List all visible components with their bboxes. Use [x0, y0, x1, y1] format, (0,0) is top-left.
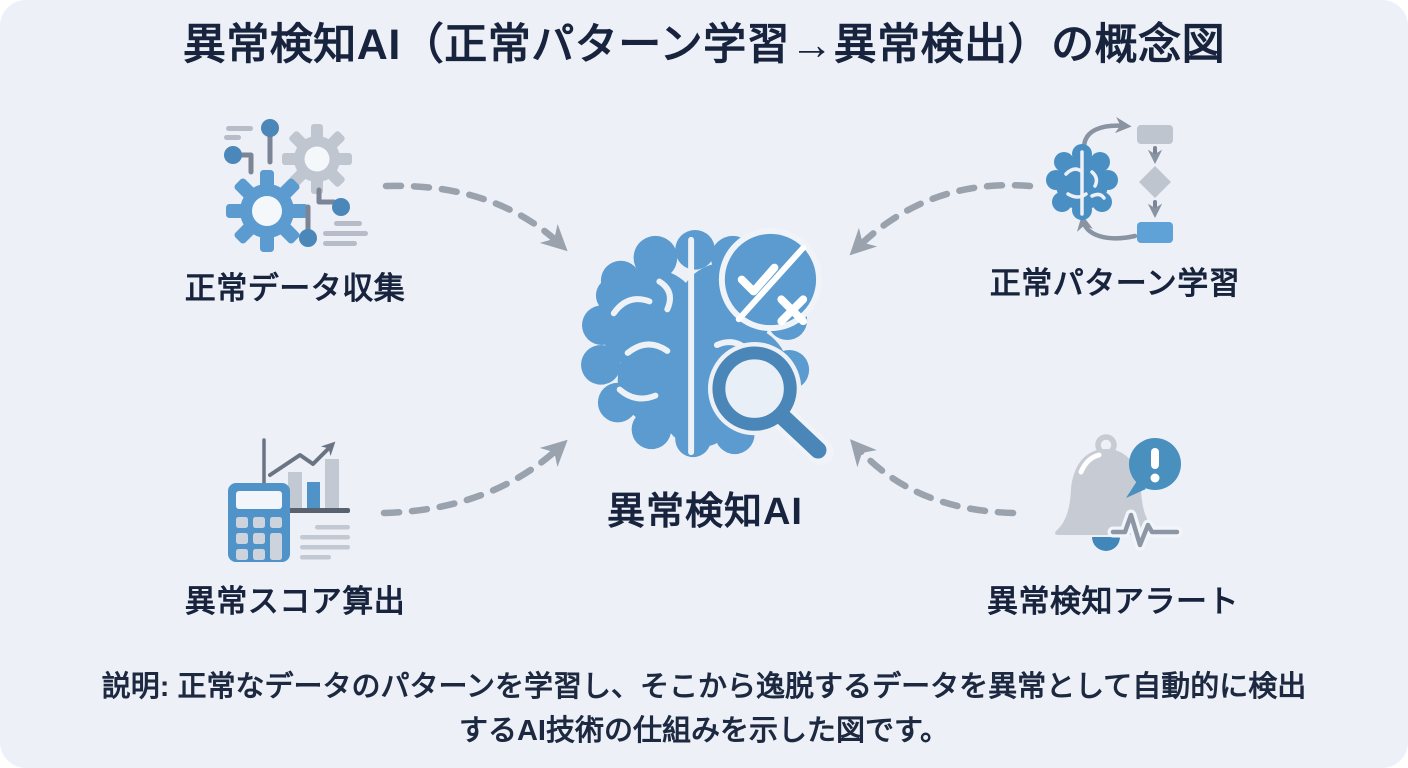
gears-data-icon	[223, 119, 368, 252]
node-label-normal-data-collection: 正常データ収集	[184, 271, 406, 306]
brain-magnifier-check-icon	[581, 227, 834, 466]
diagram-title: 異常検知AI（正常パターン学習→異常検出）の概念図	[182, 21, 1226, 69]
node-label-anomaly-score-calculation: 異常スコア算出	[184, 584, 406, 619]
calculator-icon	[228, 483, 290, 562]
bell-alert-icon	[1055, 434, 1183, 551]
node-anomaly-score-calculation: 異常スコア算出	[150, 425, 440, 621]
gear-blue	[225, 170, 308, 252]
magnifier-icon	[707, 342, 834, 466]
center-node-label: 異常検知AI	[606, 491, 803, 533]
bell-clapper	[1092, 537, 1120, 551]
diagram-description: 説明: 正常なデータのパターンを学習し、そこから逸脱するデータを異常として自動的…	[101, 671, 1307, 747]
node-center-anomaly-ai: 異常検知AI	[560, 226, 850, 535]
calculator-chart-icon	[228, 438, 350, 562]
brain-flowchart-icon	[1046, 117, 1173, 243]
alert-bubble-icon	[1126, 438, 1181, 498]
check-x-badge-icon	[718, 227, 823, 332]
node-normal-pattern-learning: 正常パターン学習	[970, 112, 1260, 303]
node-label-normal-pattern-learning: 正常パターン学習	[989, 266, 1241, 301]
node-label-anomaly-alert: 異常検知アラート	[987, 584, 1239, 619]
pulse-line-icon	[1107, 509, 1183, 551]
node-anomaly-alert: 異常検知アラート	[968, 425, 1258, 621]
node-normal-data-collection: 正常データ収集	[150, 112, 440, 308]
